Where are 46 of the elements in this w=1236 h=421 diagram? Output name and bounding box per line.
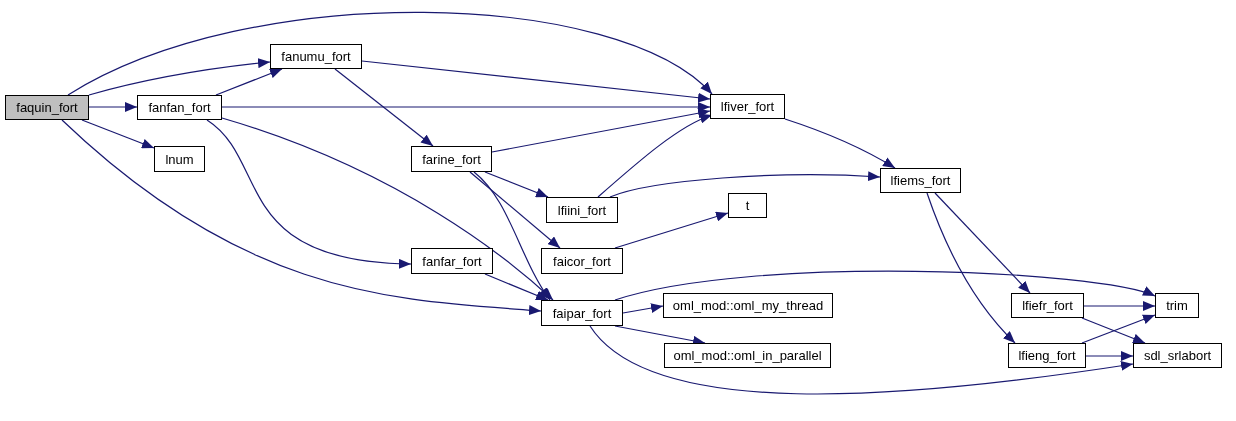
function-box: lfiini_fort xyxy=(546,197,618,223)
function-box: farine_fort xyxy=(411,146,492,172)
arrow xyxy=(88,58,271,96)
function-box: lfiver_fort xyxy=(710,94,785,119)
arrow xyxy=(1085,351,1134,361)
arrow xyxy=(334,68,434,147)
arrow xyxy=(473,171,551,301)
arrow xyxy=(609,171,881,198)
arrow xyxy=(622,303,664,314)
arrow xyxy=(81,119,155,149)
function-box: lnum xyxy=(154,146,205,172)
arrow xyxy=(221,117,554,301)
arrow xyxy=(61,119,542,316)
function-box: t xyxy=(728,193,767,218)
function-box: sdl_srlabort xyxy=(1133,343,1222,368)
arrow xyxy=(206,119,412,269)
arrow xyxy=(1083,301,1156,311)
function-box: faicor_fort xyxy=(541,248,623,274)
function-box: fanfan_fort xyxy=(137,95,222,120)
function-box: trim xyxy=(1155,293,1199,318)
arrow xyxy=(491,108,711,153)
arrow xyxy=(67,11,713,96)
arrow xyxy=(221,102,711,112)
function-box: oml_mod::oml_my_thread xyxy=(663,293,833,318)
function-box: faipar_fort xyxy=(541,300,623,326)
arrow xyxy=(484,171,549,198)
arrow xyxy=(469,171,561,249)
arrow xyxy=(614,211,729,249)
arrow xyxy=(926,192,1016,344)
function-box: fanumu_fort xyxy=(270,44,362,69)
function-box: faquin_fort xyxy=(5,95,89,120)
arrow xyxy=(934,192,1031,294)
arrow xyxy=(215,68,283,96)
arrow xyxy=(1081,314,1156,344)
function-box: lfiefr_fort xyxy=(1011,293,1084,318)
function-box: lfiems_fort xyxy=(880,168,961,193)
arrow xyxy=(589,325,1134,395)
arrow xyxy=(88,102,138,112)
arrow xyxy=(484,273,549,301)
arrow xyxy=(361,60,711,103)
arrow xyxy=(614,270,1156,301)
function-box: fanfar_fort xyxy=(411,248,493,274)
function-box: oml_mod::oml_in_parallel xyxy=(664,343,831,368)
function-box: lfieng_fort xyxy=(1008,343,1086,368)
arrow xyxy=(784,118,896,169)
arrow xyxy=(1081,317,1146,344)
